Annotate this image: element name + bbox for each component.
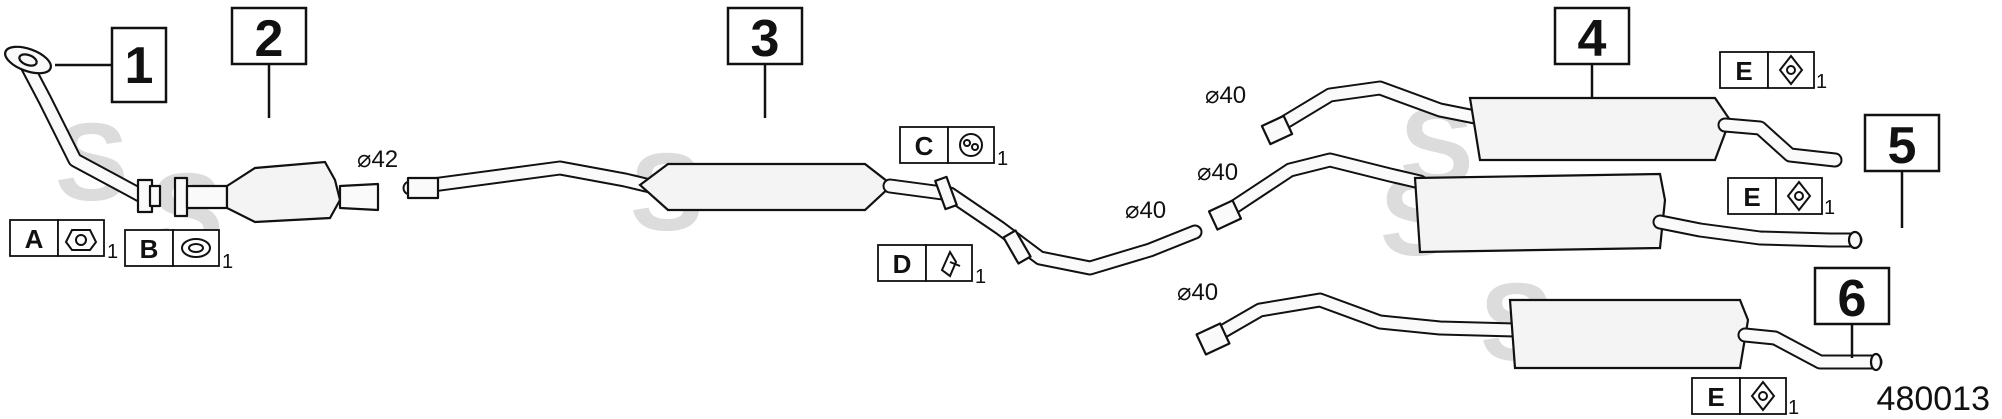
svg-text:A: A xyxy=(25,224,44,254)
svg-text:E: E xyxy=(1735,56,1752,86)
fitting-A[interactable]: A 1 xyxy=(9,219,118,263)
watermark: S S S S S S xyxy=(55,86,1553,384)
part-label-6: 6 xyxy=(1813,266,1891,358)
svg-text:1: 1 xyxy=(222,251,233,273)
hanger-rubber-icon xyxy=(1750,380,1776,412)
fitting-C[interactable]: C 1 xyxy=(899,126,1008,170)
diameter-40-label: ⌀40 xyxy=(1205,82,1246,109)
svg-text:1: 1 xyxy=(997,148,1008,170)
rear-silencer-6[interactable] xyxy=(1195,292,1883,372)
svg-text:1: 1 xyxy=(975,266,986,288)
svg-text:3: 3 xyxy=(751,10,780,68)
hanger-rubber-icon xyxy=(1778,54,1804,86)
rear-silencer-4[interactable] xyxy=(1260,80,1843,168)
diameter-40-label: ⌀40 xyxy=(1177,279,1218,306)
svg-text:6: 6 xyxy=(1838,270,1867,328)
rear-silencer-5[interactable] xyxy=(1207,152,1863,254)
catalytic-converter[interactable] xyxy=(173,160,380,224)
part-label-2: 2 xyxy=(230,6,308,118)
part-label-1: 1 xyxy=(55,26,168,104)
part-label-4: 4 xyxy=(1553,6,1631,98)
fitting-D[interactable]: D 1 xyxy=(877,244,986,288)
svg-text:C: C xyxy=(915,131,934,161)
svg-text:1: 1 xyxy=(107,241,118,263)
fitting-B[interactable]: B 1 xyxy=(124,229,233,273)
ring-gasket-icon xyxy=(181,238,211,258)
diagram-code: 480013 xyxy=(1877,380,1990,418)
diameter-40-label: ⌀40 xyxy=(1125,197,1166,224)
svg-text:1: 1 xyxy=(125,37,154,95)
svg-text:E: E xyxy=(1707,382,1724,412)
svg-text:5: 5 xyxy=(1888,117,1917,175)
svg-text:1: 1 xyxy=(1788,397,1799,419)
diameter-42-label: ⌀42 xyxy=(357,146,398,173)
part-label-3: 3 xyxy=(726,6,804,118)
front-pipe[interactable] xyxy=(2,41,162,214)
part-label-5: 5 xyxy=(1863,113,1941,228)
svg-text:B: B xyxy=(140,234,159,264)
svg-text:2: 2 xyxy=(255,10,284,68)
diameter-40-label: ⌀40 xyxy=(1197,159,1238,186)
fitting-E[interactable]: E 1 xyxy=(1691,377,1799,419)
svg-text:1: 1 xyxy=(1816,71,1827,93)
flange-gasket-icon xyxy=(64,229,98,251)
svg-text:E: E xyxy=(1743,182,1760,212)
fitting-E[interactable]: E 1 xyxy=(1727,177,1835,219)
center-silencer-pipe[interactable] xyxy=(402,160,1203,276)
svg-text:1: 1 xyxy=(1824,197,1835,219)
rubber-mount-icon xyxy=(959,133,983,157)
svg-text:4: 4 xyxy=(1578,10,1607,68)
fitting-E[interactable]: E 1 xyxy=(1719,51,1827,93)
svg-text:D: D xyxy=(893,249,912,279)
hanger-rubber-icon xyxy=(1786,180,1812,212)
pipe-clamp-icon xyxy=(940,249,961,278)
